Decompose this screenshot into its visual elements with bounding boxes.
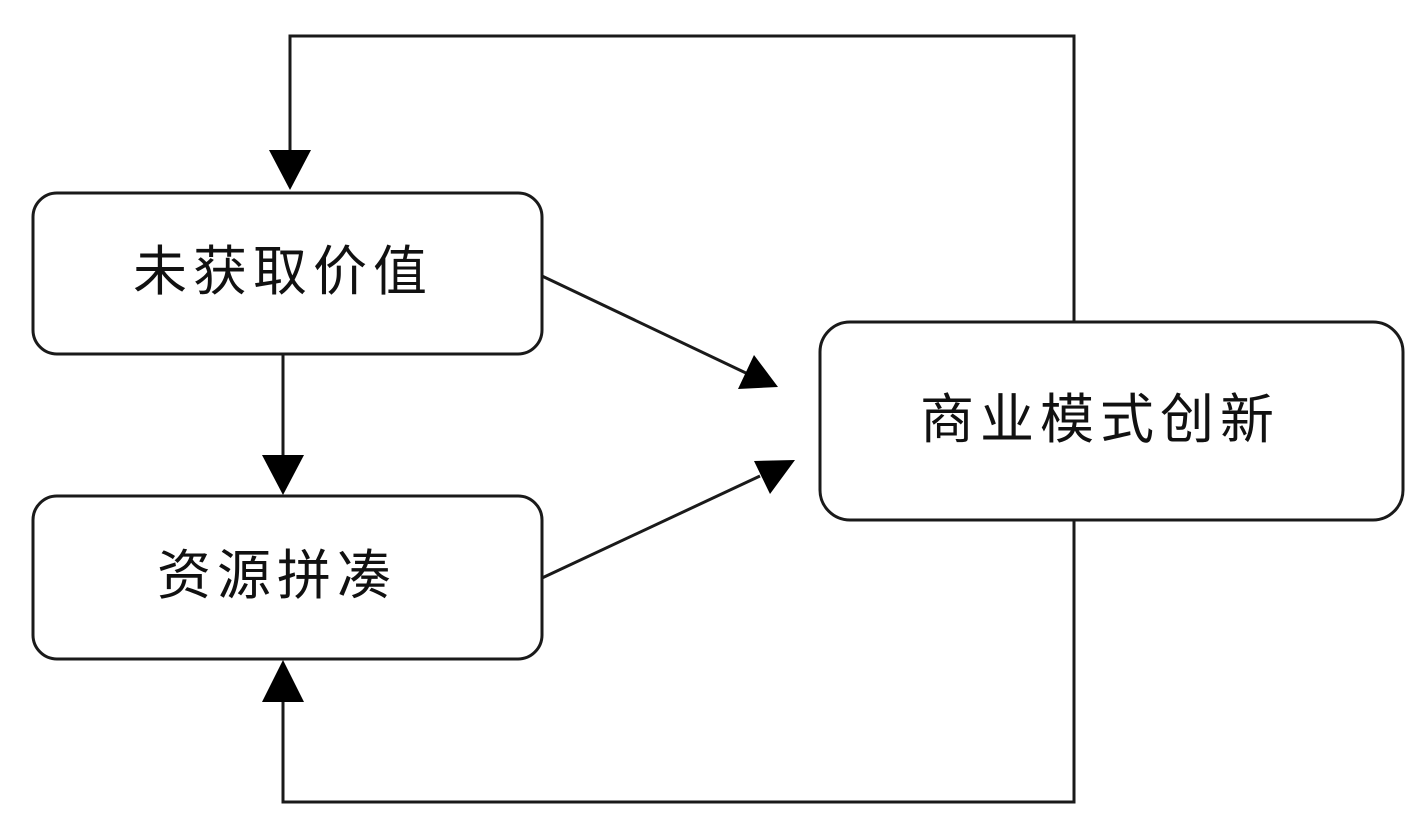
arrowhead-down: [269, 150, 311, 190]
node-resource-bricolage: 资源拼凑: [31, 494, 544, 661]
node-unrealized-value: 未获取价值: [31, 191, 544, 356]
arrowhead-up: [262, 660, 304, 702]
node-box: [31, 191, 544, 356]
arrowhead-diagonal: [738, 355, 778, 389]
edge-line: [541, 274, 749, 376]
node-box: [31, 494, 544, 661]
edge-line: [288, 34, 1076, 322]
node-box: [818, 320, 1405, 522]
node-business-model-innovation: 商业模式创新: [818, 320, 1405, 522]
edge-line: [281, 520, 1076, 804]
edge-innovation-to-bricolage: [262, 520, 1076, 804]
arrowhead-down: [262, 455, 304, 495]
edge-value-to-bricolage: [262, 354, 304, 495]
arrowhead-diagonal: [754, 460, 795, 494]
edge-bricolage-to-innovation: [541, 460, 795, 580]
node-label-unrealized-value: 未获取价值: [133, 240, 433, 303]
edge-innovation-to-value: [269, 34, 1076, 322]
node-label-business-model-innovation: 商业模式创新: [920, 388, 1280, 451]
node-label-resource-bricolage: 资源拼凑: [157, 544, 397, 607]
edge-value-to-innovation: [541, 274, 778, 389]
edge-line: [541, 474, 761, 580]
